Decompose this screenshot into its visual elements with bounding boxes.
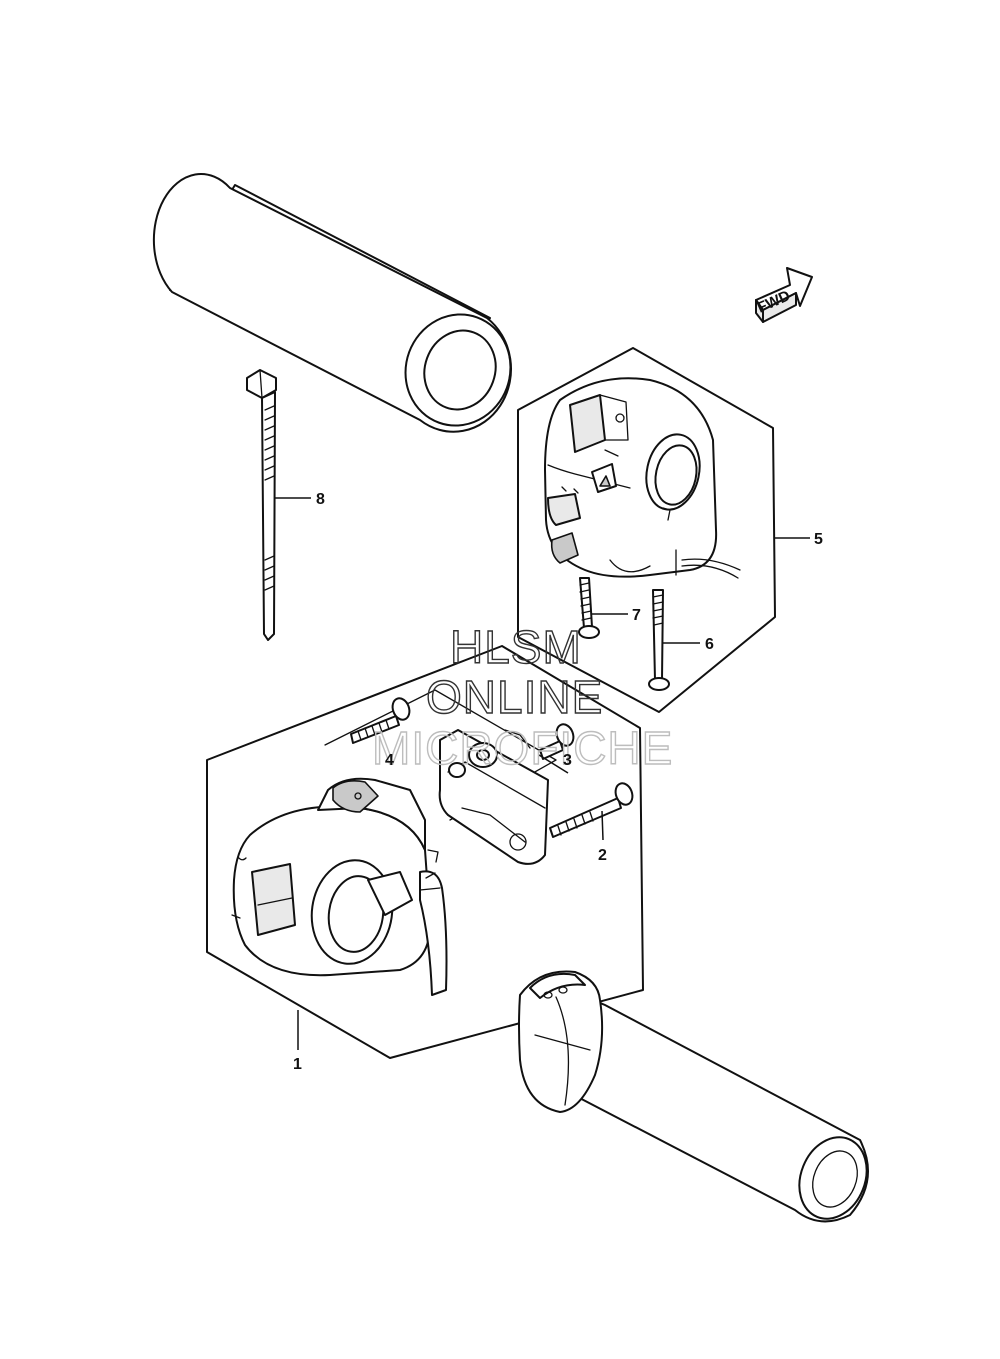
- watermark-line-1: HLSM: [450, 621, 582, 673]
- fwd-arrow-icon: FWD: [755, 267, 813, 323]
- callout-labels: 8 5 7 6 4 3 2 1: [293, 491, 823, 1073]
- leader-lines: [275, 497, 810, 1050]
- callout-8: 8: [316, 491, 325, 508]
- screw-6: [648, 589, 670, 691]
- screw-2: [549, 782, 634, 838]
- screw-7: [578, 577, 600, 639]
- right-switch-assembly: [517, 347, 776, 713]
- switch-bracket: [438, 729, 549, 865]
- watermark-line-2: ONLINE: [426, 671, 603, 723]
- screw-4: [350, 697, 411, 744]
- callout-1: 1: [293, 1056, 302, 1073]
- callout-4: 4: [385, 752, 394, 769]
- callout-5: 5: [814, 531, 823, 548]
- watermark-line-3: MICROFICHE: [372, 722, 673, 774]
- watermark: HLSM ONLINE MICROFICHE: [371, 620, 673, 774]
- callout-3: 3: [563, 752, 572, 769]
- callout-2: 2: [598, 847, 607, 864]
- cable-tie: [246, 369, 277, 641]
- callout-7: 7: [632, 607, 641, 624]
- left-handle-grip: [152, 173, 513, 433]
- throttle-grip: [518, 970, 869, 1223]
- screw-3: [539, 723, 575, 760]
- left-switch-assembly: [206, 645, 644, 1059]
- callout-6: 6: [705, 636, 714, 653]
